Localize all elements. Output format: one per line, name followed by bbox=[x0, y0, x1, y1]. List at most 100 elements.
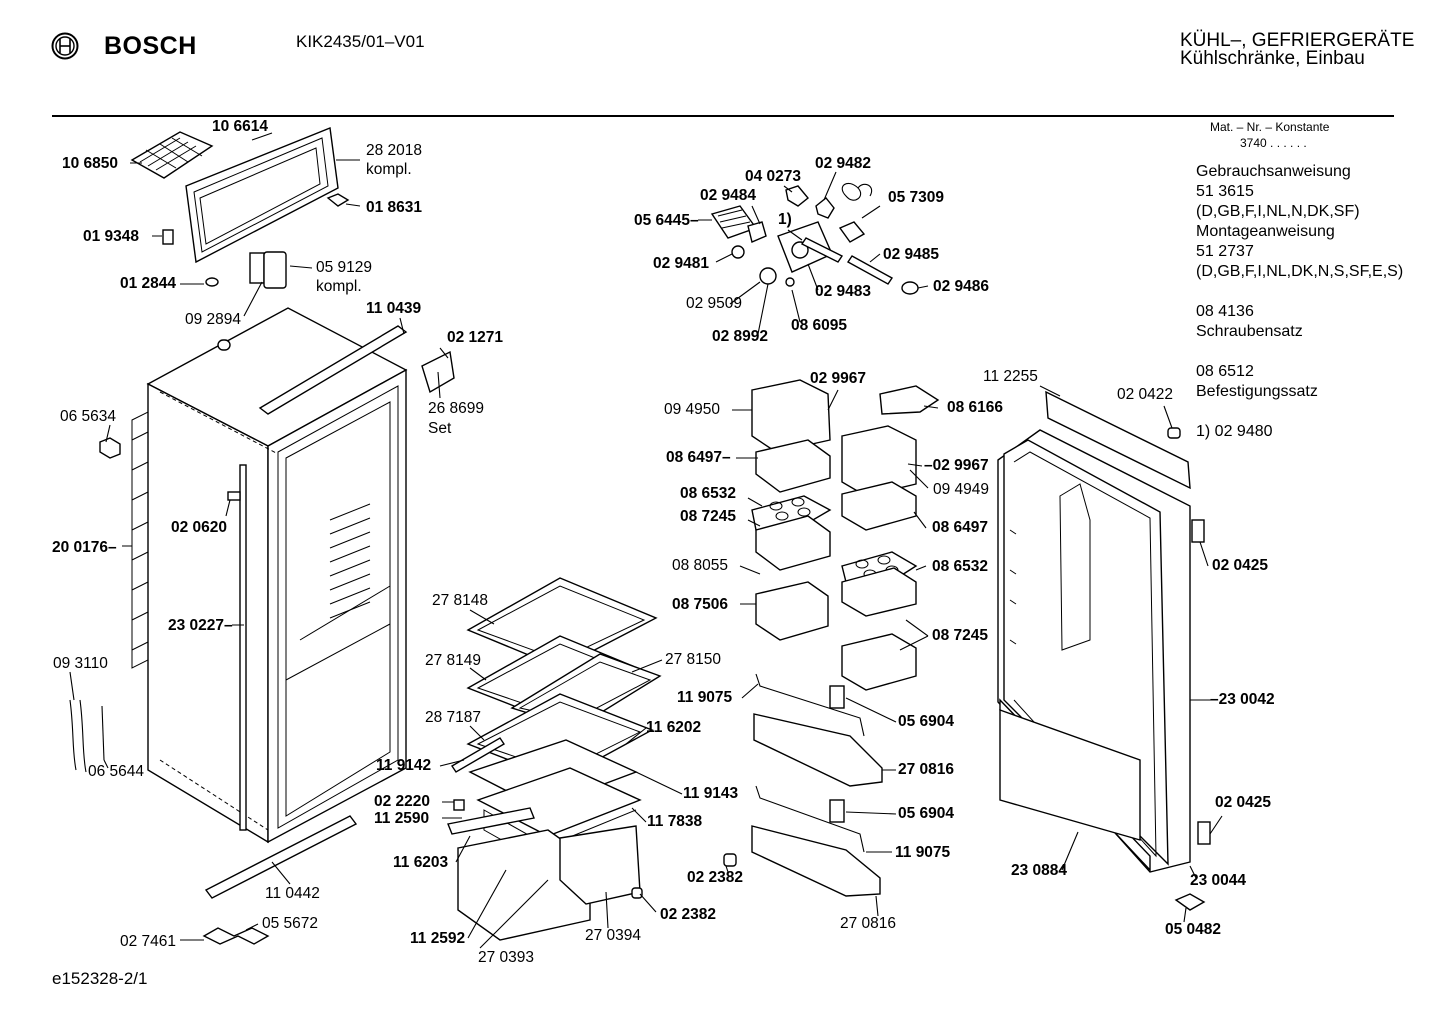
crisper-drawers bbox=[447, 737, 642, 941]
header-divider bbox=[52, 115, 1394, 117]
part-number-label: kompl. bbox=[366, 161, 412, 178]
part-number-label: 09 2894 bbox=[185, 311, 241, 328]
ice-tray bbox=[130, 131, 214, 179]
brand-logo: BOSCH bbox=[48, 30, 228, 64]
part-number-label: 08 7245 bbox=[680, 508, 736, 525]
part-number-label: 27 0816 bbox=[840, 915, 896, 932]
part-number-label: 02 9481 bbox=[653, 255, 709, 272]
note-line: (D,GB,F,I,NL,N,DK,SF) bbox=[1196, 203, 1360, 220]
part-number-label: 02 2382 bbox=[660, 906, 716, 923]
note-line: Gebrauchsanweisung bbox=[1196, 163, 1351, 180]
mat-nr-label: Mat. – Nr. – Konstante bbox=[1210, 120, 1330, 134]
part-number-label: 08 6532 bbox=[932, 558, 988, 575]
sensor-rod bbox=[101, 705, 105, 761]
category-title: KÜHL–, GEFRIERGERÄTE bbox=[1180, 30, 1415, 51]
part-number-label: 08 6166 bbox=[947, 399, 1003, 416]
part-number-label: 08 6095 bbox=[791, 317, 847, 334]
part-number-label: 27 8149 bbox=[425, 652, 481, 669]
note-line: Befestigungssatz bbox=[1196, 383, 1318, 400]
leader-lines bbox=[69, 132, 1223, 949]
note-line: (D,GB,F,I,NL,DK,N,S,SF,E,S) bbox=[1196, 263, 1404, 280]
part-number-label: 05 5672 bbox=[262, 915, 318, 932]
part-number-label: 11 6202 bbox=[646, 719, 701, 736]
mat-nr-value: 3740 . . . . . . bbox=[1240, 136, 1307, 150]
part-number-label: 08 6497– bbox=[666, 449, 731, 466]
screw bbox=[453, 799, 465, 811]
part-number-label: 11 9075 bbox=[895, 844, 951, 861]
drawing-id: e152328-2/1 bbox=[52, 969, 148, 988]
screw-2 bbox=[1167, 427, 1181, 439]
part-number-label: 06 5634 bbox=[60, 408, 116, 425]
catch bbox=[326, 193, 350, 207]
part-number-label: 11 9075 bbox=[677, 689, 733, 706]
bottom-rail bbox=[204, 815, 358, 899]
note-line: 1) 02 9480 bbox=[1196, 423, 1273, 440]
flap-cover bbox=[263, 251, 287, 289]
part-number-label: 11 9142 bbox=[376, 757, 431, 774]
part-number-label: 11 2590 bbox=[374, 810, 429, 827]
part-number-label: 23 0884 bbox=[1011, 862, 1067, 879]
part-number-label: 02 7461 bbox=[120, 933, 176, 950]
part-number-label: 02 0620 bbox=[171, 519, 227, 536]
note-line: 08 6512 bbox=[1196, 363, 1254, 380]
category-subtitle: Kühlschränke, Einbau bbox=[1180, 48, 1365, 69]
stopper-2 bbox=[227, 491, 241, 501]
part-number-label: 02 1271 bbox=[447, 329, 503, 346]
part-number-label: 02 0425 bbox=[1212, 557, 1268, 574]
part-number-label: 11 2592 bbox=[410, 930, 465, 947]
cabinet-body bbox=[131, 307, 408, 844]
bosch-armature-icon bbox=[51, 32, 79, 60]
bearing bbox=[1174, 893, 1206, 911]
document-notes: Gebrauchsanweisung 51 3615 (D,GB,F,I,NL,… bbox=[1196, 162, 1403, 442]
refrigerator-door bbox=[997, 390, 1191, 873]
part-number-label: 11 6203 bbox=[393, 854, 449, 871]
part-number-label: 08 7506 bbox=[672, 596, 728, 613]
divider bbox=[829, 685, 845, 709]
part-number-label: 01 9348 bbox=[83, 228, 139, 245]
part-number-label: 01 8631 bbox=[366, 199, 422, 216]
divider-2 bbox=[829, 799, 845, 823]
part-number-label: 06 5644 bbox=[88, 763, 144, 780]
part-number-label: –23 0042 bbox=[1210, 691, 1275, 708]
part-number-label: 05 0482 bbox=[1165, 921, 1221, 938]
part-number-label: 11 0439 bbox=[366, 300, 422, 317]
note-line: Schraubensatz bbox=[1196, 323, 1303, 340]
note-line: 08 4136 bbox=[1196, 303, 1254, 320]
part-number-label: 08 8055 bbox=[672, 557, 728, 574]
part-number-label: 27 8150 bbox=[665, 651, 721, 668]
hinge-pin bbox=[162, 229, 174, 245]
cover bbox=[1191, 519, 1205, 543]
part-number-label: 02 2382 bbox=[687, 869, 743, 886]
part-number-label: 27 0393 bbox=[478, 949, 534, 966]
part-number-label: 10 6850 bbox=[62, 155, 118, 172]
part-number-label: 02 9483 bbox=[815, 283, 871, 300]
part-number-label: kompl. bbox=[316, 278, 362, 295]
part-number-label: 09 4950 bbox=[664, 401, 720, 418]
part-number-label: 02 0422 bbox=[1117, 386, 1173, 403]
part-number-label: 02 8992 bbox=[712, 328, 768, 345]
part-number-label: 11 2255 bbox=[983, 368, 1038, 385]
part-number-label: 02 9485 bbox=[883, 246, 939, 263]
part-number-label: 02 9486 bbox=[933, 278, 989, 295]
part-number-label: 02 9484 bbox=[700, 187, 756, 204]
part-number-label: 27 0816 bbox=[898, 761, 954, 778]
flap-part bbox=[249, 252, 265, 284]
part-number-label: Set bbox=[428, 420, 452, 437]
part-number-label: 26 8699 bbox=[428, 400, 484, 417]
plug bbox=[723, 853, 737, 867]
cover-2 bbox=[1197, 821, 1211, 845]
part-number-label: 20 0176– bbox=[52, 539, 117, 556]
part-number-label: 02 9967 bbox=[810, 370, 866, 387]
part-number-label: 02 9509 bbox=[686, 295, 742, 312]
note-line: 51 2737 bbox=[1196, 243, 1254, 260]
part-number-label: 05 6445– bbox=[634, 212, 699, 229]
part-number-label: 1) bbox=[778, 211, 792, 228]
note-line: 51 3615 bbox=[1196, 183, 1254, 200]
part-number-label: 27 0394 bbox=[585, 927, 641, 944]
part-number-label: 10 6614 bbox=[212, 118, 268, 135]
part-number-label: –02 9967 bbox=[924, 457, 989, 474]
part-number-label: 08 6532 bbox=[680, 485, 736, 502]
